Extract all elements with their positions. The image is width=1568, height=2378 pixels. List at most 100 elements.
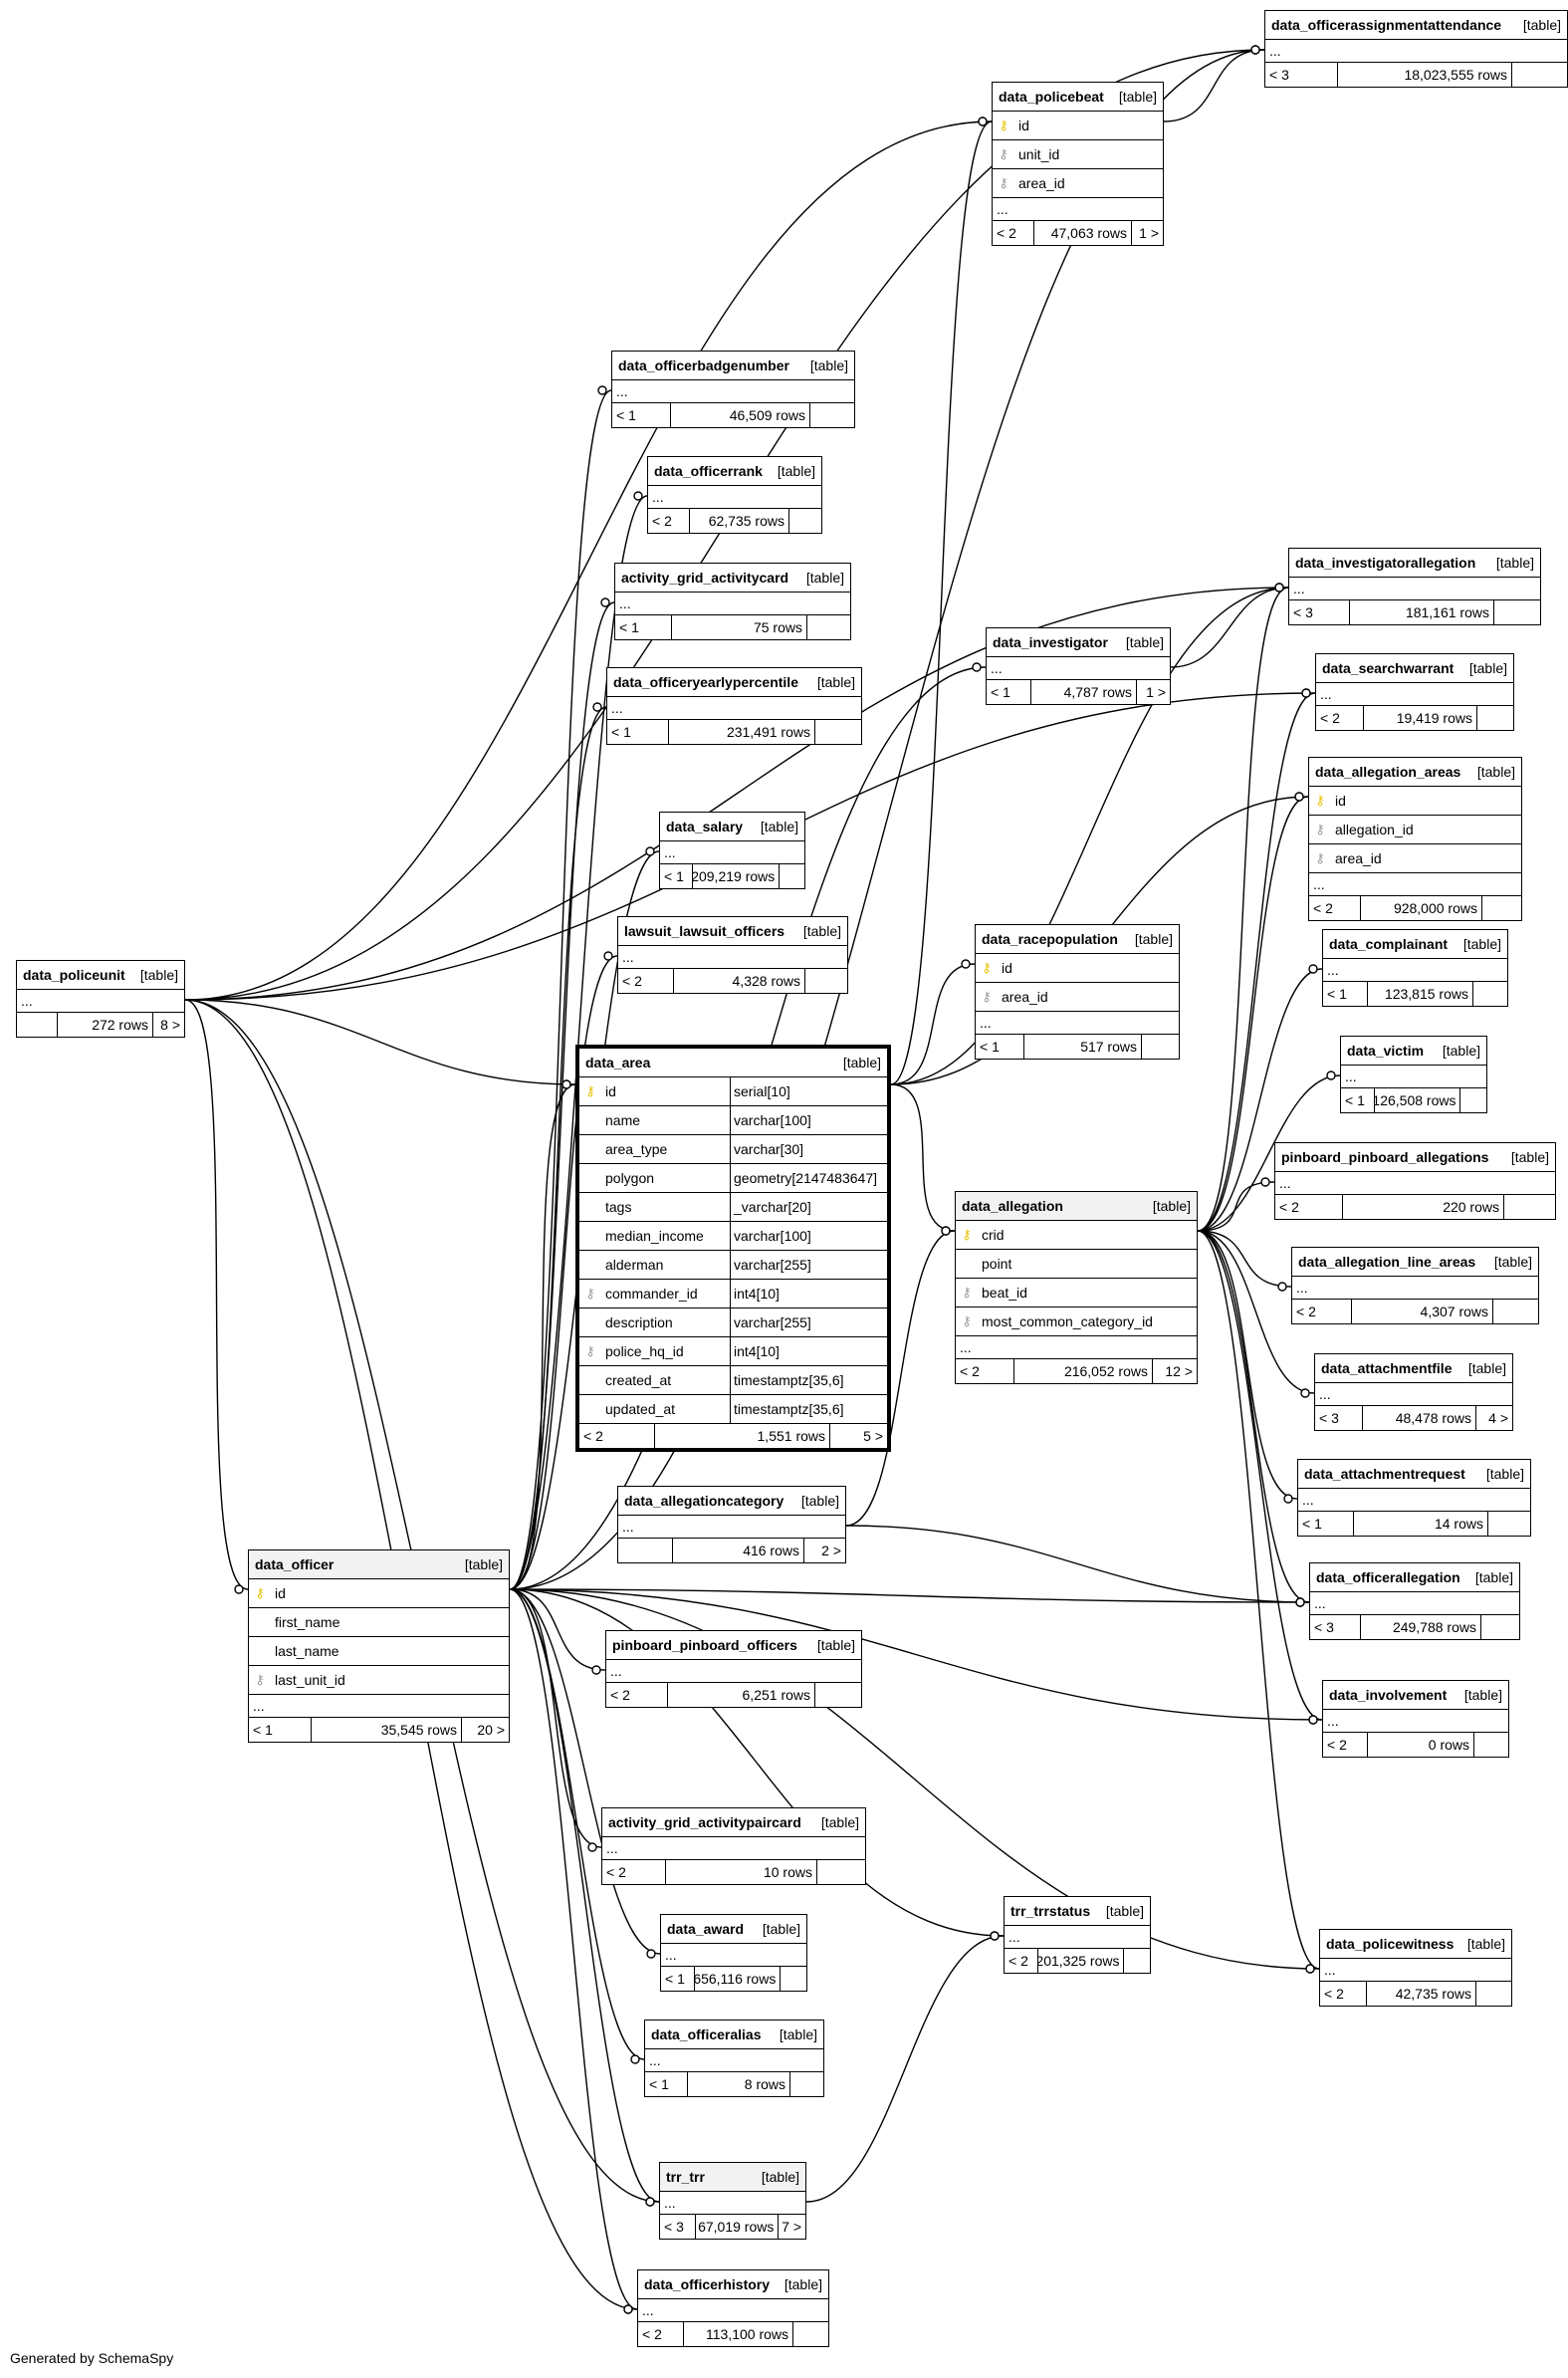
foreign-key-icon: ⚷ <box>982 989 992 1004</box>
table-header: data_officerassignmentattendance[table] <box>1265 11 1567 40</box>
optional-many-marker <box>646 1949 656 1959</box>
column-row: ⚷area_id <box>993 169 1163 198</box>
column-type: varchar[255] <box>730 1251 887 1279</box>
table-racepopulation[interactable]: data_racepopulation[table]⚷id⚷area_id...… <box>975 924 1180 1060</box>
generated-by-note: Generated by SchemaSpy <box>10 2350 174 2366</box>
row-count: 67,019 rows <box>696 2215 780 2239</box>
child-count <box>1473 982 1507 1006</box>
table-policebeat[interactable]: data_policebeat[table]⚷id⚷unit_id⚷area_i… <box>992 82 1164 246</box>
child-count: 7 > <box>782 2219 801 2235</box>
optional-many-marker <box>561 1079 571 1089</box>
row-count: 113,100 rows <box>684 2322 793 2346</box>
column-name: tags <box>605 1199 632 1215</box>
child-count <box>1481 1615 1519 1639</box>
more-columns: ... <box>606 1660 861 1683</box>
table-activitypaircard[interactable]: activity_grid_activitypaircard[table]...… <box>601 1807 866 1885</box>
table-type-label: [table] <box>1485 1466 1524 1482</box>
table-name: data_officeralias <box>651 2026 762 2042</box>
child-count: 20 > <box>477 1722 505 1738</box>
optional-many-marker <box>1308 964 1318 974</box>
table-investigatorallegation[interactable]: data_investigatorallegation[table]...< 3… <box>1288 548 1541 625</box>
row-count: 62,735 rows <box>690 509 789 533</box>
column-row: ⚷most_common_category_id <box>956 1308 1197 1336</box>
table-header: data_officerhistory[table] <box>638 2270 828 2299</box>
foreign-key-icon: ⚷ <box>962 1285 972 1300</box>
relationship-line <box>845 1525 1310 1603</box>
parent-count: < 1 <box>660 864 694 888</box>
column-row: ⚷allegation_id <box>1309 816 1521 844</box>
relationship-line <box>1197 1230 1292 1288</box>
column-name: polygon <box>605 1170 655 1186</box>
optional-many-marker <box>645 846 655 856</box>
parent-count: < 2 <box>1316 706 1364 730</box>
optional-many-marker <box>961 959 971 969</box>
row-count: 42,735 rows <box>1367 1982 1476 2006</box>
table-type-label: [table] <box>809 357 848 373</box>
more-columns: ... <box>1310 1592 1519 1615</box>
table-type-label: [table] <box>816 674 855 690</box>
table-header: data_officerbadgenumber[table] <box>612 352 854 380</box>
column-row: first_name <box>249 1608 509 1637</box>
relationship-line <box>509 1083 576 1590</box>
more-columns: ... <box>618 946 847 969</box>
row-count: 209,219 rows <box>693 864 781 888</box>
relationship-line <box>509 1588 638 2310</box>
table-type-label: [table] <box>820 1814 859 1830</box>
table-name: data_officeryearlypercentile <box>613 674 798 690</box>
more-columns: ... <box>1309 873 1521 896</box>
table-allegation-areas[interactable]: data_allegation_areas[table]⚷id⚷allegati… <box>1308 757 1522 921</box>
table-type-label: [table] <box>1495 555 1534 571</box>
more-columns: ... <box>956 1336 1197 1359</box>
parent-count: < 2 <box>993 221 1034 245</box>
table-allegationcategory[interactable]: data_allegationcategory[table]...416 row… <box>617 1486 846 1563</box>
table-officerassignmentattendance[interactable]: data_officerassignmentattendance[table].… <box>1264 10 1568 88</box>
table-header: lawsuit_lawsuit_officers[table] <box>618 917 847 946</box>
primary-key-icon: ⚷ <box>1315 793 1325 808</box>
table-officeryearlypercentile[interactable]: data_officeryearlypercentile[table]...< … <box>606 667 862 745</box>
row-count: 928,000 rows <box>1361 896 1482 920</box>
parent-count: < 2 <box>1292 1300 1352 1323</box>
column-name: beat_id <box>982 1285 1027 1301</box>
column-name: point <box>982 1256 1012 1272</box>
parent-count: < 3 <box>1315 1406 1363 1430</box>
table-pinboard-allegations[interactable]: pinboard_pinboard_allegations[table]...<… <box>1274 1142 1556 1220</box>
table-name: trr_trrstatus <box>1010 1903 1091 1919</box>
table-header: data_allegation[table] <box>956 1192 1197 1221</box>
